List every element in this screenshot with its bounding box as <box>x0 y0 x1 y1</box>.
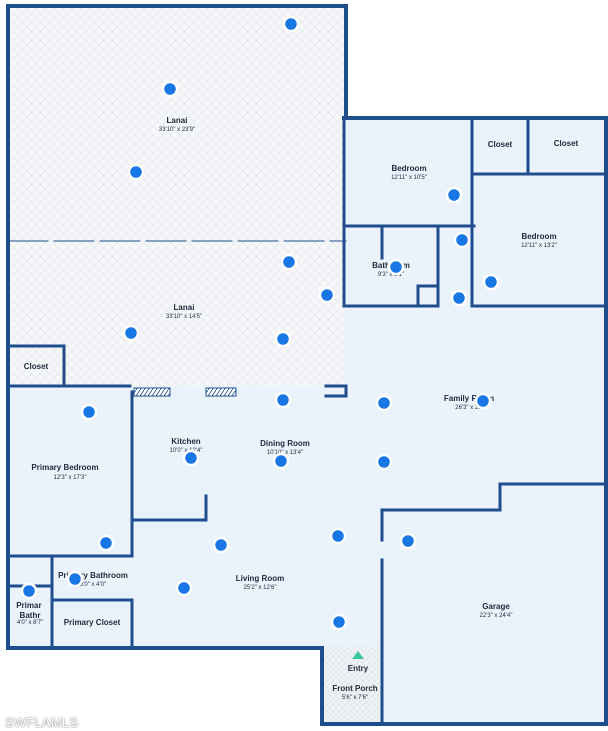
room-name: Entry <box>348 664 369 673</box>
room-name: Living Room <box>236 574 284 583</box>
photo-hotspot[interactable] <box>474 392 492 410</box>
photo-hotspot[interactable] <box>274 330 292 348</box>
photo-hotspot[interactable] <box>80 403 98 421</box>
photo-hotspot[interactable] <box>272 452 290 470</box>
photo-hotspot[interactable] <box>445 186 463 204</box>
photo-hotspot[interactable] <box>97 534 115 552</box>
room-dims: 10'0" x 12'4" <box>170 448 203 454</box>
room-name: Lanai <box>167 116 188 125</box>
room-dims: 4'0" x 8'7" <box>17 620 43 626</box>
room-name-part: Primar <box>16 601 41 610</box>
photo-hotspot[interactable] <box>212 536 230 554</box>
room-dims: 33'10" x 23'9" <box>159 127 195 133</box>
room-name: Dining Room <box>260 439 310 448</box>
room-name: Primary Closet <box>64 618 121 627</box>
room-dims: 8'0" x 4'0" <box>80 582 106 588</box>
room-dims: 12'3" x 17'3" <box>54 475 87 481</box>
room-dims: 12'11" x 13'2" <box>521 243 557 249</box>
room-name: Lanai <box>174 303 195 312</box>
railings <box>133 387 237 397</box>
room-name: Bedroom <box>391 164 426 173</box>
photo-hotspot[interactable] <box>280 253 298 271</box>
photo-hotspot[interactable] <box>282 15 300 33</box>
photo-hotspot[interactable] <box>329 527 347 545</box>
room-name: Family Room <box>444 394 494 403</box>
photo-hotspot[interactable] <box>387 258 405 276</box>
photo-hotspot[interactable] <box>330 613 348 631</box>
photo-hotspot[interactable] <box>182 449 200 467</box>
room-name-part: Bathr <box>20 611 41 620</box>
room-name: Closet <box>488 140 513 149</box>
room-name: Primar Bathr <box>16 601 44 620</box>
hotspots[interactable] <box>20 15 500 631</box>
entry-marker-icon <box>352 651 364 659</box>
room-dims: 9'3" x 5'1" <box>378 272 404 278</box>
photo-hotspot[interactable] <box>375 394 393 412</box>
room-name: Garage <box>482 602 510 611</box>
photo-hotspot[interactable] <box>450 289 468 307</box>
room-dims: 5'6" x 7'6" <box>342 695 368 701</box>
room-name: Kitchen <box>171 437 200 446</box>
photo-hotspot[interactable] <box>66 570 84 588</box>
room-dims: 10'10" x 13'4" <box>267 450 303 456</box>
photo-hotspot[interactable] <box>175 579 193 597</box>
watermark: SWFLAMLS <box>5 715 79 730</box>
walls <box>6 4 608 726</box>
photo-hotspot[interactable] <box>20 582 38 600</box>
photo-hotspot[interactable] <box>453 231 471 249</box>
photo-hotspot[interactable] <box>318 286 336 304</box>
photo-hotspot[interactable] <box>399 532 417 550</box>
photo-hotspot[interactable] <box>375 453 393 471</box>
photo-hotspot[interactable] <box>127 163 145 181</box>
room-name: Closet <box>554 139 579 148</box>
room-dims: 25'2" x 12'6" <box>244 585 277 591</box>
floor-fills <box>8 6 606 724</box>
room-name: Primary Bathroom <box>58 571 128 580</box>
room-name: Primary Bedroom <box>31 463 98 472</box>
photo-hotspot[interactable] <box>482 273 500 291</box>
room-name: Bedroom <box>521 232 556 241</box>
room-dims: 26'3" x 23' <box>455 405 482 411</box>
room-dims: 22'3" x 24'4" <box>480 613 513 619</box>
photo-hotspot[interactable] <box>274 391 292 409</box>
room-name: Front Porch <box>332 684 377 693</box>
room-dims: 12'11" x 10'5" <box>391 175 427 181</box>
photo-hotspot[interactable] <box>122 324 140 342</box>
room-dims: 33'10" x 14'5" <box>166 314 202 320</box>
room-name: Closet <box>24 362 49 371</box>
photo-hotspot[interactable] <box>161 80 179 98</box>
